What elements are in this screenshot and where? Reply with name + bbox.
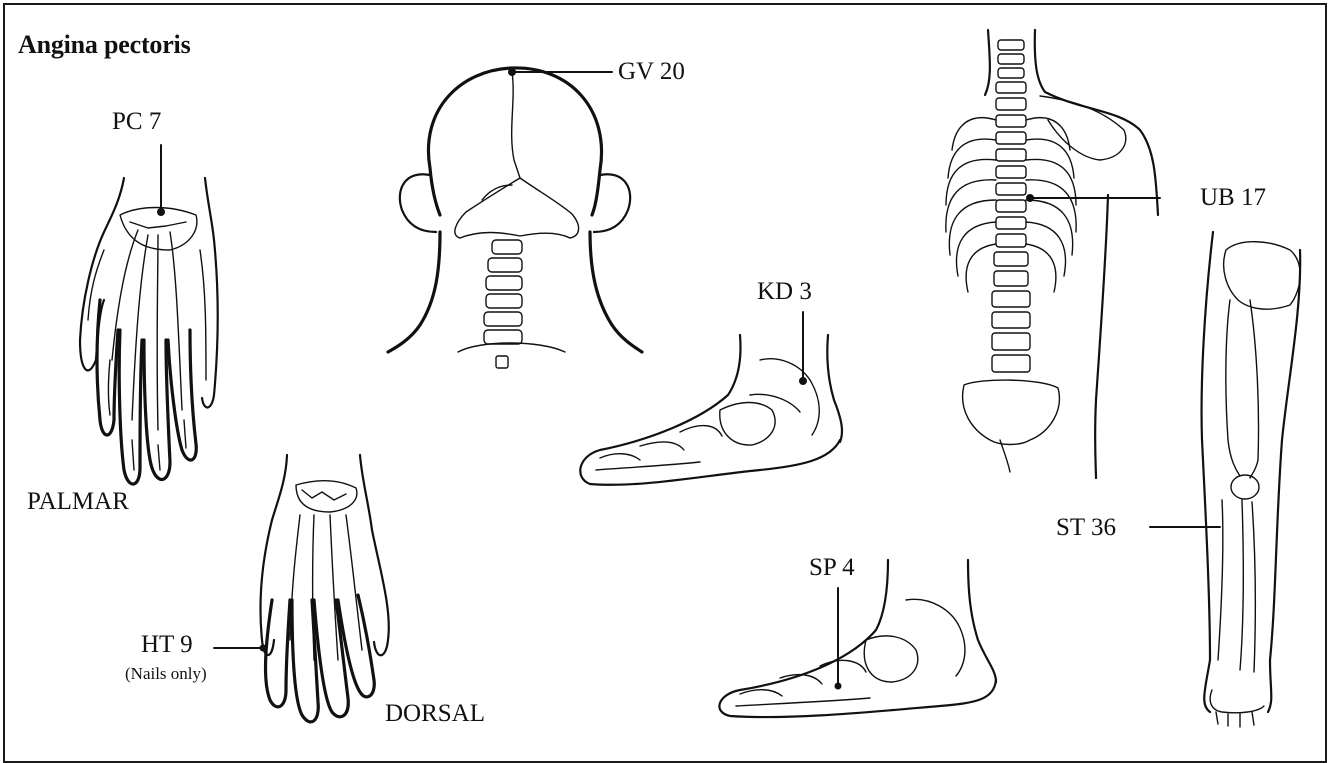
point-label-sp4: SP 4 bbox=[809, 554, 855, 582]
palmar-hand-illustration bbox=[80, 145, 218, 484]
medial-foot-kd3-illustration bbox=[580, 312, 842, 485]
point-label-ht9: HT 9 bbox=[141, 631, 193, 659]
point-label-kd3: KD 3 bbox=[757, 278, 812, 306]
leg-st36-illustration bbox=[1150, 232, 1300, 727]
point-label-pc7: PC 7 bbox=[112, 108, 161, 136]
point-label-gv20: GV 20 bbox=[618, 58, 685, 86]
ht9-note: (Nails only) bbox=[125, 664, 207, 684]
head-posterior-illustration bbox=[388, 68, 642, 368]
point-label-ub17: UB 17 bbox=[1200, 184, 1266, 212]
spine-back-ub17-illustration bbox=[946, 30, 1160, 478]
point-label-st36: ST 36 bbox=[1056, 514, 1116, 542]
anatomy-illustrations bbox=[0, 0, 1333, 737]
foot-sp4-illustration bbox=[719, 560, 996, 717]
view-label-palmar: PALMAR bbox=[27, 488, 129, 516]
diagram-title: Angina pectoris bbox=[18, 30, 191, 60]
dorsal-hand-illustration bbox=[214, 455, 389, 722]
view-label-dorsal: DORSAL bbox=[385, 700, 485, 728]
